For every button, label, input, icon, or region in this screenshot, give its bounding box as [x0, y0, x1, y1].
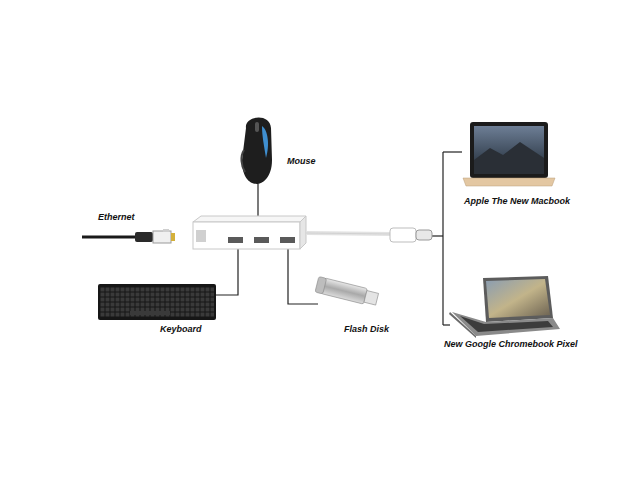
ethernet-cable [82, 229, 175, 243]
device-label: Apple The New Macbook [464, 197, 570, 207]
device-label: Mouse [287, 157, 316, 167]
device-label: Ethernet [98, 213, 135, 223]
device-label: Flash Disk [344, 325, 389, 335]
flash-disk-picture [315, 276, 379, 307]
device-label: New Google Chromebook Pixel [444, 340, 578, 350]
mouse-picture [241, 117, 272, 184]
macbook-picture [463, 122, 555, 186]
device-label: Keyboard [160, 325, 202, 335]
usb-hub [193, 216, 432, 249]
chromebook-picture [449, 276, 560, 338]
keyboard-picture [98, 284, 216, 320]
